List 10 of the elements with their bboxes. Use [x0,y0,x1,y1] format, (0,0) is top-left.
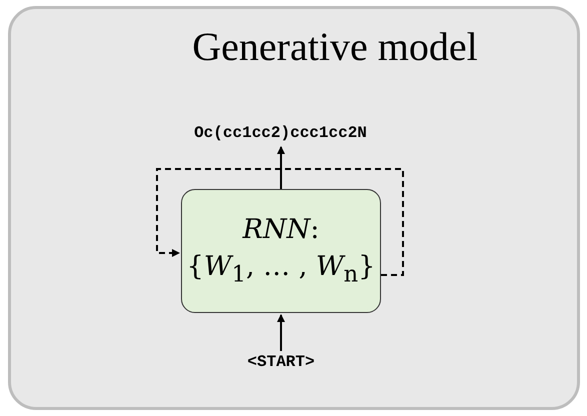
rnn-text: RNN: [242,213,320,248]
arrow [277,314,285,351]
rnn-text: {W$_{1}$, … , W$_{n}$} [186,250,376,290]
input-token: <START> [243,351,319,373]
rnn-box [181,189,381,313]
model-panel [8,6,580,410]
panel-title: Generative model [191,23,479,70]
arrow [277,146,285,189]
output-sequence: Oc(cc1cc2)ccc1cc2N [153,121,408,145]
arrow [156,168,404,276]
